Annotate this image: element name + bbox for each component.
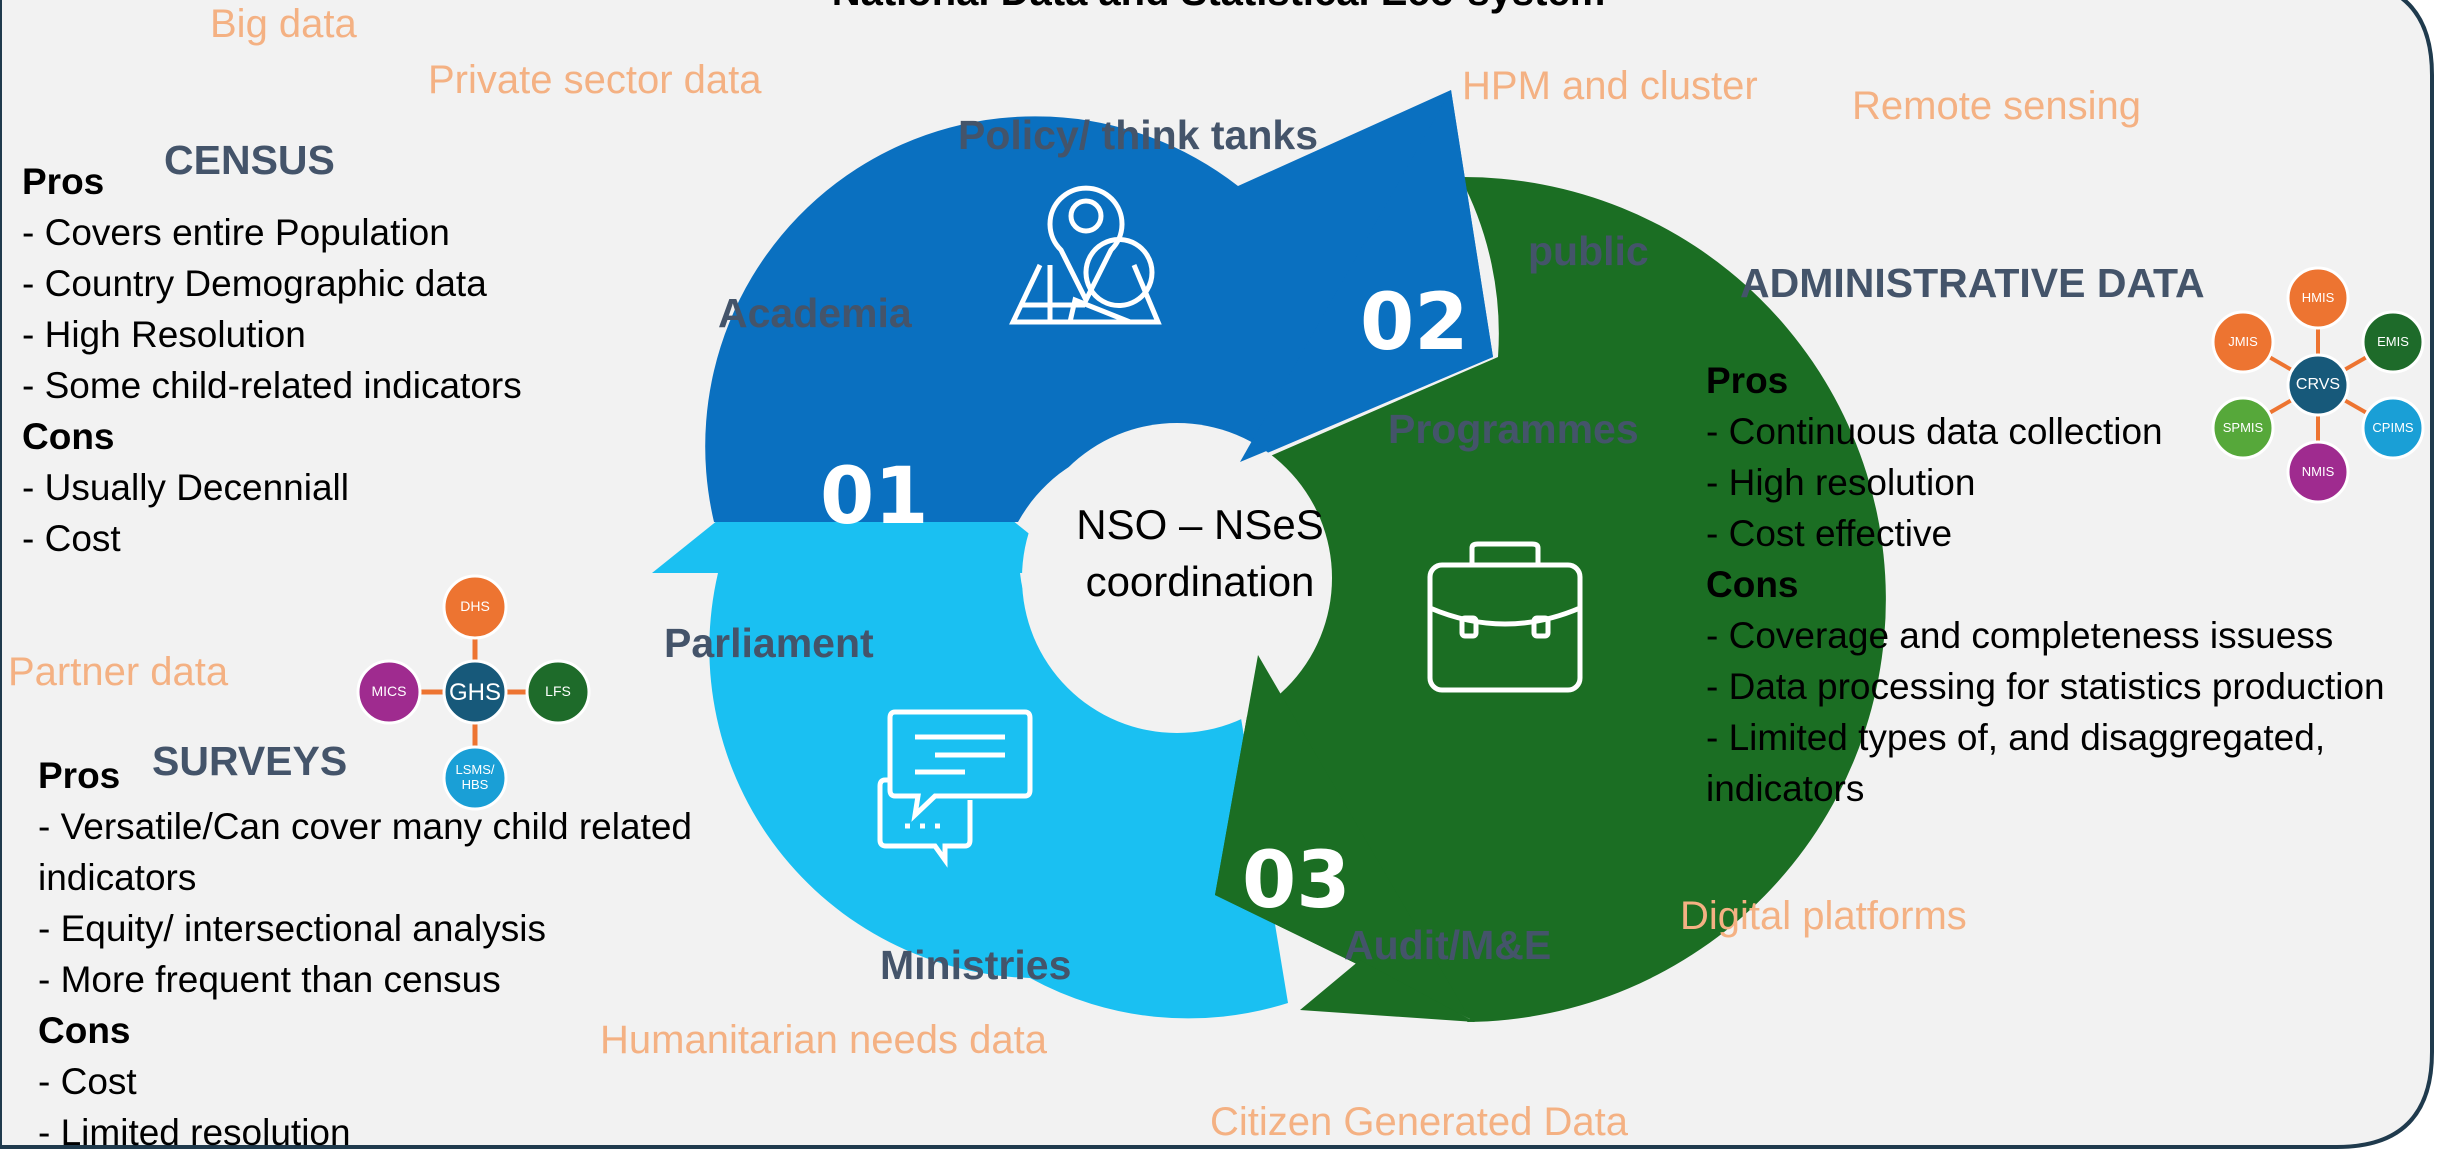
census-line: Cons <box>22 416 115 457</box>
hub-label-lfs: LFS <box>545 683 571 699</box>
hub-node-mics <box>356 659 422 725</box>
surveys-line: indicators <box>38 857 197 898</box>
admin-line: - High resolution <box>1706 462 1976 503</box>
hub-node-lsms <box>442 745 508 811</box>
admin-line: indicators <box>1706 768 1865 809</box>
census-heading: CENSUS <box>164 137 335 183</box>
stakeholder-policy: Policy/ think tanks <box>958 112 1318 158</box>
center-hole <box>1022 423 1332 733</box>
census-line: - Cost <box>22 518 121 559</box>
surveys-line: - More frequent than census <box>38 959 501 1000</box>
surveys-line: - Versatile/Can cover many child related <box>38 806 692 847</box>
step-number-02: 02 <box>1360 278 1469 368</box>
source-big-data: Big data <box>210 2 357 46</box>
census-line: - Covers entire Population <box>22 212 450 253</box>
hub-node-spmis <box>2211 396 2275 460</box>
census-line: - Usually Decenniall <box>22 467 349 508</box>
hub-label-cpims: CPIMS <box>2372 420 2414 435</box>
surveys-line: Pros <box>38 755 121 796</box>
census-list: Pros - Covers entire Population - Countr… <box>22 156 522 564</box>
surveys-line: - Equity/ intersectional analysis <box>38 908 546 949</box>
census-line: - Country Demographic data <box>22 263 487 304</box>
hub-label-lsms: LSMS/ HBS <box>455 762 495 792</box>
admin-line: - Continuous data collection <box>1706 411 2163 452</box>
admin-hub <box>2211 266 2425 504</box>
admin-line: - Data processing for statistics product… <box>1706 666 2385 707</box>
stakeholder-academia: Academia <box>718 290 912 336</box>
hub-center-ghs <box>442 659 508 725</box>
chat-bubbles-icon <box>877 709 1033 868</box>
surveys-line: Cons <box>38 1010 131 1051</box>
center-label: NSO – NSeS coordination <box>1050 496 1350 610</box>
survey-hub <box>356 574 591 811</box>
stakeholder-programmes: Programmes <box>1388 406 1639 452</box>
hub-node-cpims <box>2361 396 2425 460</box>
source-partner-data: Partner data <box>8 650 229 694</box>
hub-label-ghs: GHS <box>448 679 501 706</box>
hub-label-mics: MICS <box>371 683 407 699</box>
admin-line: - Limited types of, and disaggregated, <box>1706 717 2326 758</box>
census-line: - High Resolution <box>22 314 306 355</box>
source-private-sector: Private sector data <box>428 58 762 102</box>
hub-label-dhs: DHS <box>460 598 490 614</box>
surveys-line: - Limited resolution <box>38 1112 351 1153</box>
census-line: - Some child-related indicators <box>22 365 522 406</box>
surveys-list: Pros - Versatile/Can cover many child re… <box>38 750 692 1158</box>
hub-label-emis: EMIS <box>2377 334 2409 349</box>
step-number-01: 01 <box>820 452 929 542</box>
segment-03 <box>1215 176 1886 1022</box>
source-hpm-cluster: HPM and cluster <box>1462 64 1758 108</box>
hub-node-jmis <box>2211 310 2275 374</box>
admin-line: Pros <box>1706 360 1789 401</box>
admin-line: - Coverage and completeness issuess <box>1706 615 2334 656</box>
center-line-2: coordination <box>1085 558 1315 605</box>
map-pin-icon <box>1009 185 1162 325</box>
stakeholder-audit: Audit/M&E <box>1344 922 1552 968</box>
hub-node-lfs <box>525 659 591 725</box>
hub-node-hmis <box>2286 266 2350 330</box>
hub-label-nmis: NMIS <box>2301 464 2335 479</box>
source-remote-sensing: Remote sensing <box>1852 84 2142 128</box>
hub-label-hmis: HMIS <box>2301 290 2335 305</box>
hub-node-nmis <box>2286 440 2350 504</box>
page-title: National Data and Statistical Eco-system <box>0 0 2437 15</box>
source-digital-platforms: Digital platforms <box>1680 894 1967 938</box>
admin-list: Pros - Continuous data collection - High… <box>1706 355 2385 814</box>
stakeholder-ministries: Ministries <box>880 942 1072 988</box>
census-line: Pros <box>22 161 105 202</box>
surveys-line: - Cost <box>38 1061 137 1102</box>
admin-heading: ADMINISTRATIVE DATA <box>1740 260 2205 306</box>
surveys-heading: SURVEYS <box>152 738 348 784</box>
hub-label-jmis: JMIS <box>2228 334 2258 349</box>
admin-line: Cons <box>1706 564 1799 605</box>
source-humanitarian: Humanitarian needs data <box>600 1018 1047 1062</box>
stakeholder-public: public <box>1528 228 1649 274</box>
hub-label-crvs: CRVS <box>2295 376 2341 393</box>
briefcase-icon <box>1427 541 1583 693</box>
hub-node-emis <box>2361 310 2425 374</box>
hub-center-crvs <box>2286 353 2350 417</box>
step-number-03: 03 <box>1242 836 1351 926</box>
source-citizen-generated: Citizen Generated Data <box>1210 1100 1629 1144</box>
hub-node-dhs <box>442 574 508 640</box>
stakeholder-parliament: Parliament <box>664 620 874 666</box>
hub-label-spmis: SPMIS <box>2222 420 2264 435</box>
center-line-1: NSO – NSeS <box>1076 501 1324 548</box>
admin-line: - Cost effective <box>1706 513 1953 554</box>
